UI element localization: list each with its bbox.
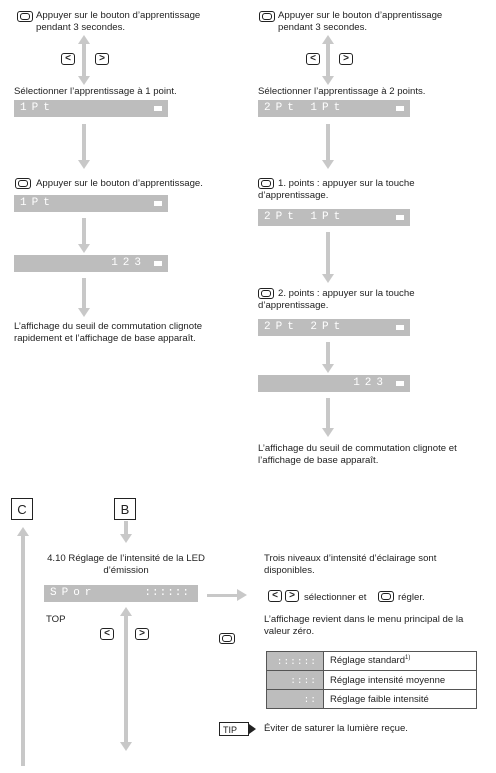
left-updown-arrow: [78, 35, 90, 85]
segment-icon: [396, 215, 404, 220]
right-next-icon: >: [339, 53, 353, 65]
level-bars: ::::: [266, 670, 324, 690]
teach-button-icon: [378, 591, 394, 602]
segment-icon: [154, 201, 162, 206]
top-label: TOP: [46, 614, 66, 625]
left-lcd-1pt-text: 1Pt: [20, 102, 55, 114]
teach-button-icon: [219, 633, 235, 644]
label-b: B: [114, 498, 136, 520]
level-bars: ::::::: [266, 651, 324, 671]
right-arrow-head: [237, 589, 247, 601]
teach-button-icon: [17, 11, 33, 22]
right-lcd-2pt2pt: 2Pt 2Pt: [258, 319, 410, 336]
spor-lcd: SPor::::::: [44, 585, 198, 602]
teach-button-icon: [258, 178, 274, 189]
left-down-arrow-3: [78, 278, 90, 317]
teach-button-icon: [259, 11, 275, 22]
down-arrow-b: [120, 521, 132, 543]
right-result-text: L’affichage du seuil de commutation clig…: [258, 443, 457, 466]
right-lcd-2pt1pt-text: 2Pt 1Pt: [264, 102, 346, 114]
right-updown-arrow: [322, 35, 334, 85]
section-title: 4.10 Réglage de l’intensité de la LED d’…: [47, 553, 205, 576]
right-down-arrow-2: [322, 232, 334, 283]
label-c: C: [11, 498, 33, 520]
return-text: L’affichage revient dans le menu princip…: [264, 614, 464, 637]
teach-button-icon: [15, 178, 31, 189]
table-row: :::::: Réglage standard1): [266, 651, 477, 671]
level-label-text: Réglage standard: [330, 655, 405, 667]
left-prev-icon: <: [306, 53, 320, 65]
right-down-arrow-4: [322, 398, 334, 437]
left-down-arrow-1: [78, 124, 90, 169]
right-lcd-123-text: 123: [353, 377, 388, 389]
left-lcd-1pt-b-text: 1Pt: [20, 197, 55, 209]
level-bars: ::: [266, 689, 324, 709]
right-next-icon: >: [285, 590, 299, 602]
segment-icon: [154, 261, 162, 266]
spor-lcd-text: SPor: [50, 587, 97, 599]
set-text: régler.: [398, 592, 425, 603]
left-down-arrow-2: [78, 218, 90, 253]
table-row: :: Réglage faible intensité: [266, 689, 477, 709]
left-lcd-1pt-b: 1Pt: [14, 195, 168, 212]
table-row: :::: Réglage intensité moyenne: [266, 670, 477, 690]
level-label: Réglage standard1): [323, 651, 477, 671]
left-result-text: L’affichage du seuil de commutation clig…: [14, 321, 203, 344]
right-down-arrow-3: [322, 342, 334, 373]
up-arrow-c: [17, 527, 29, 766]
right-next-icon: >: [135, 628, 149, 640]
right-select-text: Sélectionner l’apprentissage à 2 points.: [258, 86, 426, 97]
left-step2-text: Appuyer sur le bouton d’apprentissage.: [36, 178, 203, 189]
right-step1-text: Appuyer sur le bouton d’apprentissage pe…: [278, 10, 443, 33]
left-lcd-123: 123: [14, 255, 168, 272]
left-prev-icon: <: [61, 53, 75, 65]
right-lcd-2pt1pt-b: 2Pt 1Pt: [258, 209, 410, 226]
left-step1-text: Appuyer sur le bouton d’apprentissage pe…: [36, 10, 201, 33]
updown-arrow-intensity: [120, 607, 132, 751]
left-select-text: Sélectionner l’apprentissage à 1 point.: [14, 86, 177, 97]
right-step3-text: 2. points : appuyer sur la touche d’appr…: [258, 288, 415, 311]
segment-icon: [396, 106, 404, 111]
select-text: sélectionner et: [304, 592, 367, 603]
spor-lcd-bars: ::::::: [144, 587, 190, 599]
segment-icon: [396, 325, 404, 330]
right-lcd-123: 123: [258, 375, 410, 392]
segment-icon: [396, 381, 404, 386]
right-lcd-2pt1pt-b-text: 2Pt 1Pt: [264, 211, 346, 223]
left-lcd-123-text: 123: [111, 257, 146, 269]
level-label: Réglage intensité moyenne: [323, 670, 477, 690]
tip-icon: TIP: [219, 722, 256, 736]
segment-icon: [154, 106, 162, 111]
right-arrow-shaft: [207, 594, 237, 597]
left-prev-icon: <: [100, 628, 114, 640]
footnote-mark: 1): [405, 655, 411, 662]
left-lcd-1pt: 1Pt: [14, 100, 168, 117]
level-label: Réglage faible intensité: [323, 689, 477, 709]
right-lcd-2pt2pt-text: 2Pt 2Pt: [264, 321, 346, 333]
tip-text: Éviter de saturer la lumière reçue.: [264, 723, 408, 734]
right-next-icon: >: [95, 53, 109, 65]
intro-text: Trois niveaux d’intensité d’éclairage so…: [264, 553, 437, 576]
left-prev-icon: <: [268, 590, 282, 602]
right-step2-text: 1. points : appuyer sur la touche d’appr…: [258, 178, 415, 201]
teach-button-icon: [258, 288, 274, 299]
right-lcd-2pt1pt: 2Pt 1Pt: [258, 100, 410, 117]
intensity-table: :::::: Réglage standard1) :::: Réglage i…: [266, 651, 477, 709]
right-down-arrow-1: [322, 124, 334, 169]
